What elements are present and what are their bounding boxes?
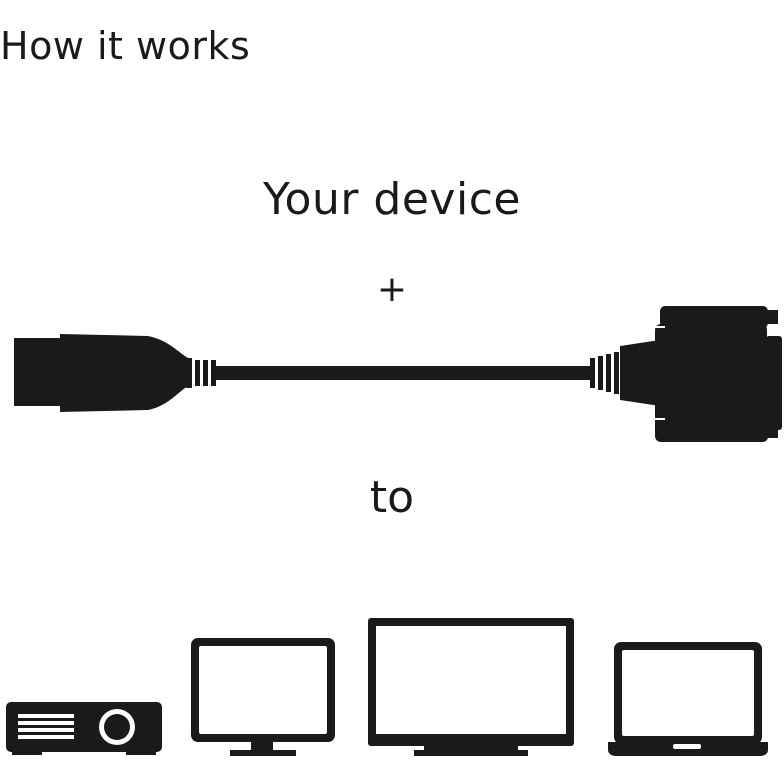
projector-icon: [6, 702, 162, 755]
to-label: to: [369, 472, 415, 523]
monitor-icon: [191, 638, 335, 756]
plus-sign: +: [376, 269, 408, 310]
page-title: How it works: [0, 24, 251, 68]
source-device-label: Your device: [263, 174, 521, 225]
tv-icon: [368, 618, 574, 756]
output-devices: [6, 618, 768, 756]
adapter-cable-icon: [14, 306, 782, 442]
laptop-icon: [608, 642, 768, 756]
